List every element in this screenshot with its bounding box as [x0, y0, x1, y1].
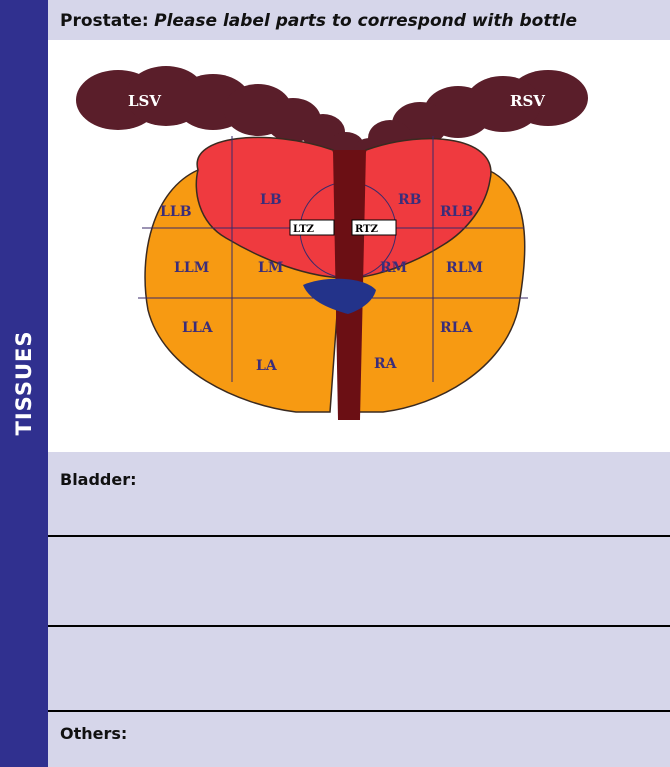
la-label: LA — [256, 358, 278, 374]
rsv-label: RSV — [510, 92, 545, 110]
lb-label: LB — [260, 192, 282, 208]
tissues-label: TISSUES — [12, 331, 36, 436]
rlm-label: RLM — [446, 260, 483, 276]
prostate-diagram-area: LSV RSV LB RB LLB RLB LLM LM RM RLM LLA … — [48, 40, 670, 452]
blank-row-2[interactable] — [48, 627, 670, 710]
llb-label: LLB — [160, 204, 192, 220]
lla-label: LLA — [182, 320, 214, 336]
ltz-label: LTZ — [293, 224, 314, 235]
lsv-label: LSV — [128, 92, 161, 110]
rm-label: RM — [380, 260, 407, 276]
rb-label: RB — [398, 192, 422, 208]
prostate-title-instruction: Please label parts to correspond with bo… — [154, 11, 577, 31]
lm-label: LM — [258, 260, 283, 276]
rtz-label: RTZ — [355, 224, 378, 235]
rla-label: RLA — [440, 320, 473, 336]
prostate-diagram: LSV RSV LB RB LLB RLB LLM LM RM RLM LLA … — [48, 40, 670, 452]
others-row[interactable]: Others: — [48, 712, 670, 767]
ra-label: RA — [374, 356, 398, 372]
llm-label: LLM — [174, 260, 209, 276]
bladder-row[interactable]: Bladder: — [48, 452, 670, 535]
blank-row-1[interactable] — [48, 537, 670, 625]
prostate-title: Prostate: Please label parts to correspo… — [60, 11, 577, 31]
bladder-label: Bladder: — [60, 470, 137, 489]
tissues-sidebar: TISSUES — [0, 0, 48, 767]
prostate-header: Prostate: Please label parts to correspo… — [48, 0, 670, 40]
others-label: Others: — [60, 724, 127, 743]
prostate-title-bold: Prostate: — [60, 11, 149, 31]
rlb-label: RLB — [440, 204, 473, 220]
